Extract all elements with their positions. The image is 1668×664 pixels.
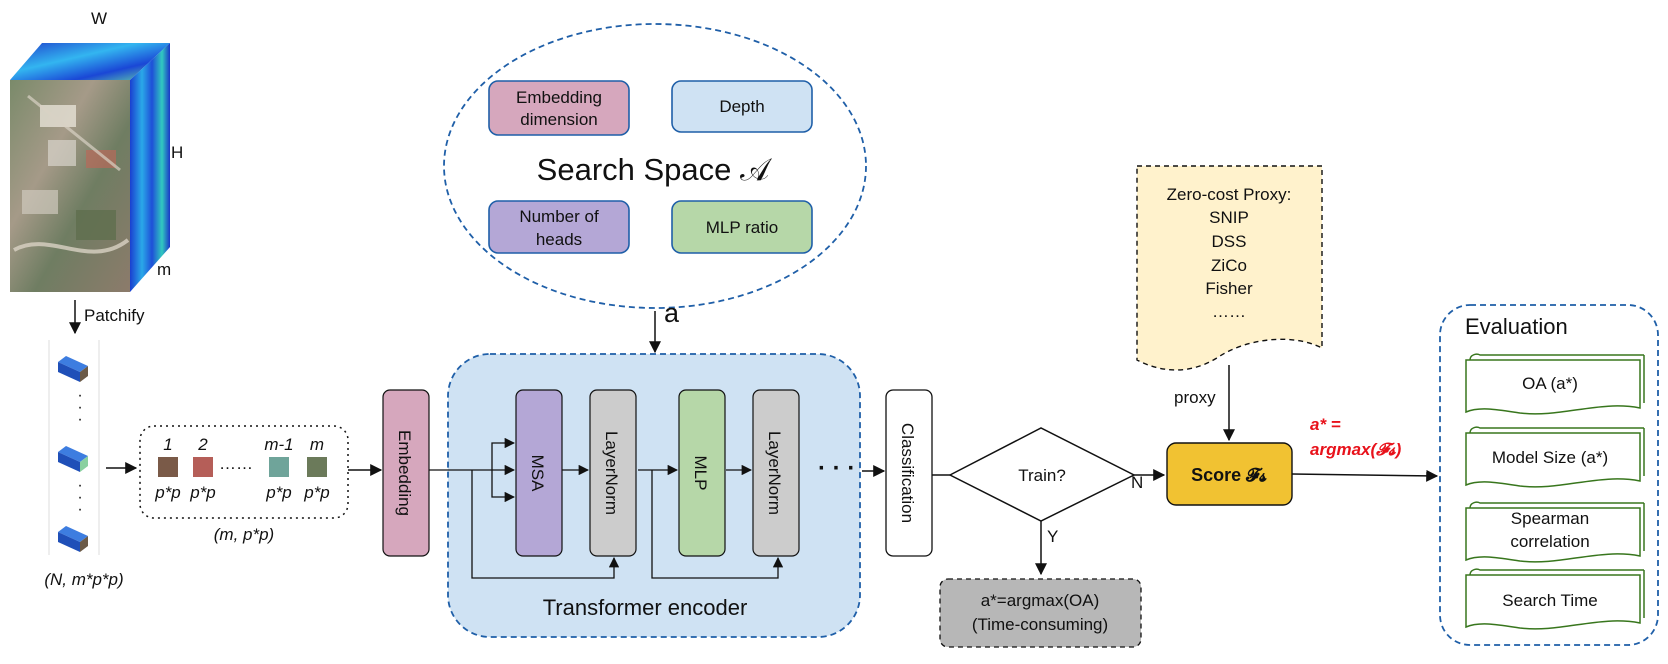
score-result-line: a* = — [1310, 415, 1341, 434]
cube-bands-label: m — [157, 260, 171, 279]
patch-cuboid-icon — [58, 356, 88, 382]
embedding-block — [382, 389, 430, 557]
score-label: Score 𝓕𝓼 — [1191, 465, 1267, 485]
train-decision-question: Train? — [1018, 466, 1066, 485]
proxy-line: SNIP — [1209, 208, 1249, 227]
svg-text:·: · — [77, 477, 82, 494]
evaluation-item-label: correlation — [1510, 532, 1589, 551]
layernorm-block — [752, 389, 800, 557]
cube-height-label: H — [171, 143, 183, 162]
token-index: 1 — [163, 435, 172, 454]
zero-cost-proxy-box: Zero-cost Proxy: SNIP DSS ZiCo Fisher …… — [1136, 165, 1323, 371]
evaluation-item-oa: OA (a*) — [1465, 353, 1645, 415]
patchify-label: Patchify — [84, 306, 145, 325]
proxy-edge-label: proxy — [1174, 388, 1216, 407]
hyperspectral-cube: W H m — [10, 9, 183, 292]
search-option-label: Embedding — [516, 88, 602, 107]
train-result-line: a*=argmax(OA) — [981, 591, 1100, 610]
evaluation-panel: Evaluation OA (a*) Model Size (a*) Spear… — [1439, 304, 1659, 646]
token-size: p*p — [303, 483, 330, 502]
layernorm-block-label: LayerNorm — [602, 431, 621, 515]
search-option-label: dimension — [520, 110, 598, 129]
layernorm-block-label: LayerNorm — [765, 431, 784, 515]
svg-text:·: · — [77, 489, 82, 506]
evaluation-item-label: Search Time — [1502, 591, 1597, 610]
token-size: p*p — [265, 483, 292, 502]
token-size: p*p — [154, 483, 181, 502]
svg-text:·: · — [77, 501, 82, 518]
mlp-block-label: MLP — [691, 456, 710, 491]
search-option-embedding-dimension — [488, 80, 630, 136]
decision-yes-label: Y — [1047, 527, 1058, 546]
proxy-line: Zero-cost Proxy: — [1167, 185, 1292, 204]
search-option-label: heads — [536, 230, 582, 249]
proxy-line: …… — [1212, 302, 1246, 321]
msa-block-label: MSA — [528, 455, 547, 493]
token-size: p*p — [189, 483, 216, 502]
mlp-block — [678, 389, 726, 557]
arrow-score-to-evaluation — [1291, 469, 1439, 482]
token-patch-thumbnail — [307, 457, 327, 477]
transformer-encoder: Transformer encoder MSA LayerNorm MLP La… — [429, 353, 861, 638]
msa-block — [515, 389, 563, 557]
evaluation-item-label: Spearman — [1511, 509, 1589, 528]
search-option-depth — [671, 80, 813, 133]
evaluation-item-label: Model Size (a*) — [1492, 448, 1608, 467]
transformer-encoder-title: Transformer encoder — [543, 595, 748, 620]
decision-no-label: N — [1131, 473, 1143, 492]
patch-cuboid-icon — [58, 446, 88, 472]
search-option-label: MLP ratio — [706, 218, 778, 237]
svg-text:·: · — [77, 387, 82, 404]
cube-width-label: W — [91, 9, 107, 28]
evaluation-item-model-size: Model Size (a*) — [1465, 426, 1645, 488]
search-space-title: Search Space 𝒜 — [537, 152, 773, 187]
svg-text:·: · — [77, 399, 82, 416]
token-patch-thumbnail — [158, 457, 178, 477]
patch-stack: · · · · · · — [48, 340, 100, 555]
proxy-line: DSS — [1212, 232, 1247, 251]
token-patch-thumbnail — [269, 457, 289, 477]
search-option-label: Number of — [519, 207, 599, 226]
token-index: m-1 — [264, 435, 293, 454]
token-index: m — [310, 435, 324, 454]
layer-ellipsis: · · · — [818, 455, 855, 482]
svg-text:·: · — [77, 411, 82, 428]
token-shape-label: (m, p*p) — [214, 525, 274, 544]
train-result-line: (Time-consuming) — [972, 615, 1108, 634]
token-sequence: 1 2 m-1 m …… p*p p*p p*p p*p — [139, 425, 349, 519]
token-ellipsis: …… — [219, 454, 253, 473]
search-space: Embedding dimension Depth Search Space 𝒜… — [443, 23, 867, 309]
classification-block — [885, 389, 933, 557]
evaluation-item-spearman: Spearman correlation — [1465, 501, 1645, 563]
train-result-box — [939, 578, 1142, 648]
proxy-line: Fisher — [1205, 279, 1253, 298]
classification-block-label: Classification — [898, 423, 917, 523]
evaluation-item-search-time: Search Time — [1465, 568, 1645, 630]
token-patch-thumbnail — [193, 457, 213, 477]
proxy-line: ZiCo — [1211, 256, 1247, 275]
evaluation-title: Evaluation — [1465, 314, 1568, 339]
evaluation-item-label: OA (a*) — [1522, 374, 1578, 393]
token-index: 2 — [197, 435, 208, 454]
search-option-number-of-heads — [488, 200, 630, 254]
sample-architecture-label: a — [664, 298, 680, 328]
layernorm-block — [589, 389, 637, 557]
embedding-block-label: Embedding — [395, 430, 414, 516]
search-option-mlp-ratio — [671, 200, 813, 254]
patch-cuboid-icon — [58, 526, 88, 552]
search-option-label: Depth — [719, 97, 764, 116]
patch-shape-label: (N, m*p*p) — [44, 570, 123, 589]
score-result-line: argmax(𝓕𝓼) — [1310, 440, 1402, 459]
